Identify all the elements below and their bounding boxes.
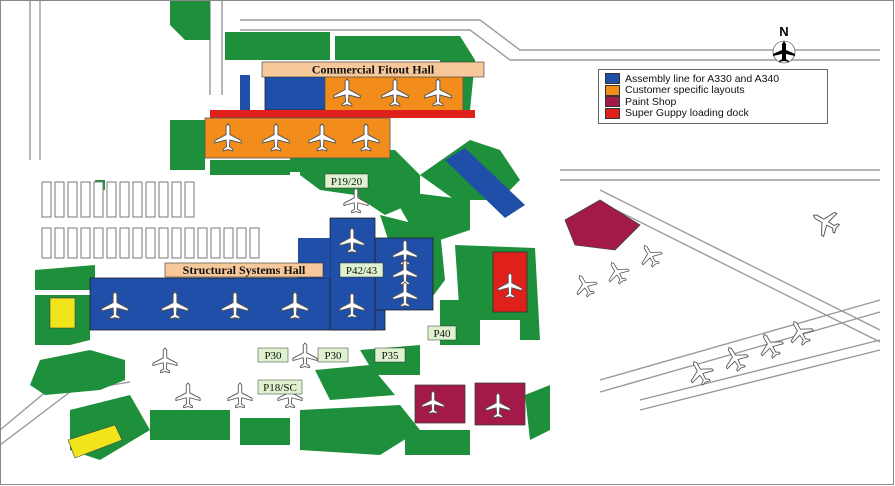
- compass-north-label: N: [779, 24, 789, 39]
- legend-label-guppy: Super Guppy loading dock: [625, 107, 749, 120]
- legend-label-assembly: Assembly line for A330 and A340: [625, 72, 780, 85]
- tag-p42-43: P42/43: [346, 265, 378, 277]
- legend-swatch-customer: [605, 84, 620, 96]
- tag-p19-20: P19/20: [331, 176, 363, 188]
- position-tags: P19/20 P42/43 P40 P30 P30 P35 P18/SC: [257, 173, 457, 395]
- legend-swatch-assembly: [605, 73, 620, 85]
- parking-lots: [41, 181, 260, 259]
- map-legend: Assembly line for A330 and A340 Customer…: [598, 69, 828, 124]
- legend-item-guppy: Super Guppy loading dock: [605, 107, 821, 120]
- tag-p35: P35: [381, 350, 399, 362]
- commercial-fitout-hall-label: Commercial Fitout Hall: [312, 63, 435, 77]
- tag-p30-a: P30: [264, 350, 282, 362]
- legend-item-paint: Paint Shop: [605, 96, 821, 108]
- legend-item-customer: Customer specific layouts: [605, 84, 821, 97]
- legend-swatch-guppy: [605, 107, 620, 119]
- yellow-areas: [49, 297, 123, 459]
- tag-p40: P40: [433, 328, 451, 340]
- structural-systems-hall-label-box: [164, 262, 324, 278]
- legend-swatch-paint: [605, 96, 620, 108]
- legend-label-customer: Customer specific layouts: [625, 84, 745, 97]
- commercial-fitout-hall-label-box: [261, 61, 485, 78]
- legend-label-paint: Paint Shop: [625, 95, 677, 108]
- stand-group-northeast: [445, 148, 525, 218]
- compass: N: [764, 24, 804, 68]
- airplane-north-icon: [772, 40, 796, 64]
- legend-item-assembly: Assembly line for A330 and A340: [605, 73, 821, 85]
- structural-systems-hall-label: Structural Systems Hall: [183, 263, 306, 277]
- paint-shops: [414, 199, 641, 426]
- tag-p18-sc: P18/SC: [263, 382, 297, 394]
- tag-p30-b: P30: [324, 350, 342, 362]
